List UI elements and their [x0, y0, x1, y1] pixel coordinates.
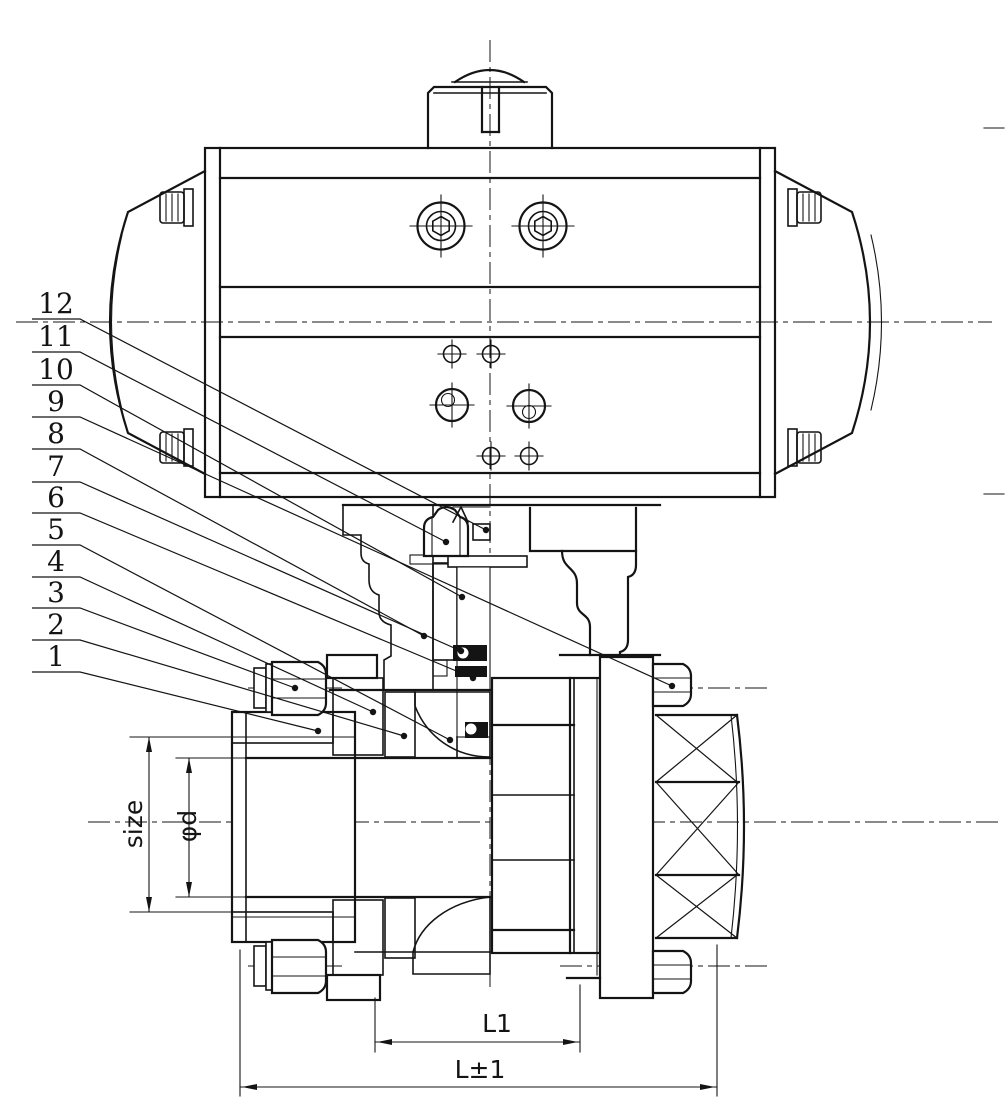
size-dimension-label: size [119, 800, 148, 848]
flange-nut-bottom [651, 949, 693, 995]
actuator-end-cap-left [108, 169, 207, 476]
bore-dimension-label: φd [173, 810, 202, 842]
end-connector-right [654, 713, 746, 940]
position-indicator-knob [426, 69, 554, 150]
callout-11: 11 [38, 320, 74, 353]
callout-6: 6 [47, 481, 65, 514]
stem-seal-ring [455, 666, 487, 677]
callout-numbers: 12 11 10 9 8 7 6 5 4 3 2 1 [38, 287, 74, 673]
bracket-external-right [528, 506, 662, 657]
l1-dimension-label: L1 [482, 1009, 512, 1038]
callout-4: 4 [47, 545, 65, 578]
callout-10: 10 [38, 353, 74, 386]
callout-8: 8 [47, 417, 65, 450]
dimension-l1: L1 [374, 984, 581, 1053]
union-nut [325, 653, 384, 1002]
cap-bolt-left-top [159, 188, 194, 227]
stud-nut-left-bottom [253, 938, 328, 995]
end-connector-left [230, 710, 492, 944]
ball-section-upper [414, 691, 491, 758]
callout-2: 2 [47, 608, 65, 641]
flange-right [565, 655, 655, 1000]
mounting-holes [437, 339, 544, 471]
air-port-right [506, 383, 552, 429]
actuator-body [203, 146, 777, 499]
stud-nut-left-top [253, 660, 328, 717]
indicator-dome [453, 69, 526, 84]
dimension-bore: φd [173, 757, 247, 898]
callout-1: 1 [47, 640, 65, 673]
dimension-overall: L±1 [239, 944, 718, 1097]
valve-seat-lower [384, 897, 416, 959]
pneumatic-actuator [108, 69, 883, 499]
actuator-end-cap-right [773, 169, 883, 476]
ball-valve [230, 653, 746, 1002]
dimension-size: size [119, 736, 247, 913]
air-port-left [429, 382, 475, 428]
ball-section-lower [412, 896, 491, 975]
valve-seat-upper [384, 691, 416, 758]
stem-nut [422, 505, 470, 558]
mounting-bracket-section [342, 504, 434, 691]
valve-body-external [490, 676, 602, 955]
end-cap-screw-right [511, 194, 575, 258]
end-cap-screw-left [409, 194, 473, 258]
callout-12: 12 [38, 287, 74, 320]
callout-5: 5 [47, 513, 65, 546]
callout-leaders [32, 318, 676, 744]
callout-3: 3 [47, 576, 65, 609]
cap-bolt-right-bottom [787, 428, 822, 467]
indicator-plate [447, 555, 528, 568]
callout-7: 7 [47, 450, 65, 483]
callout-9: 9 [47, 385, 65, 418]
overall-dimension-label: L±1 [455, 1055, 506, 1084]
cap-bolt-right-top [787, 188, 822, 227]
